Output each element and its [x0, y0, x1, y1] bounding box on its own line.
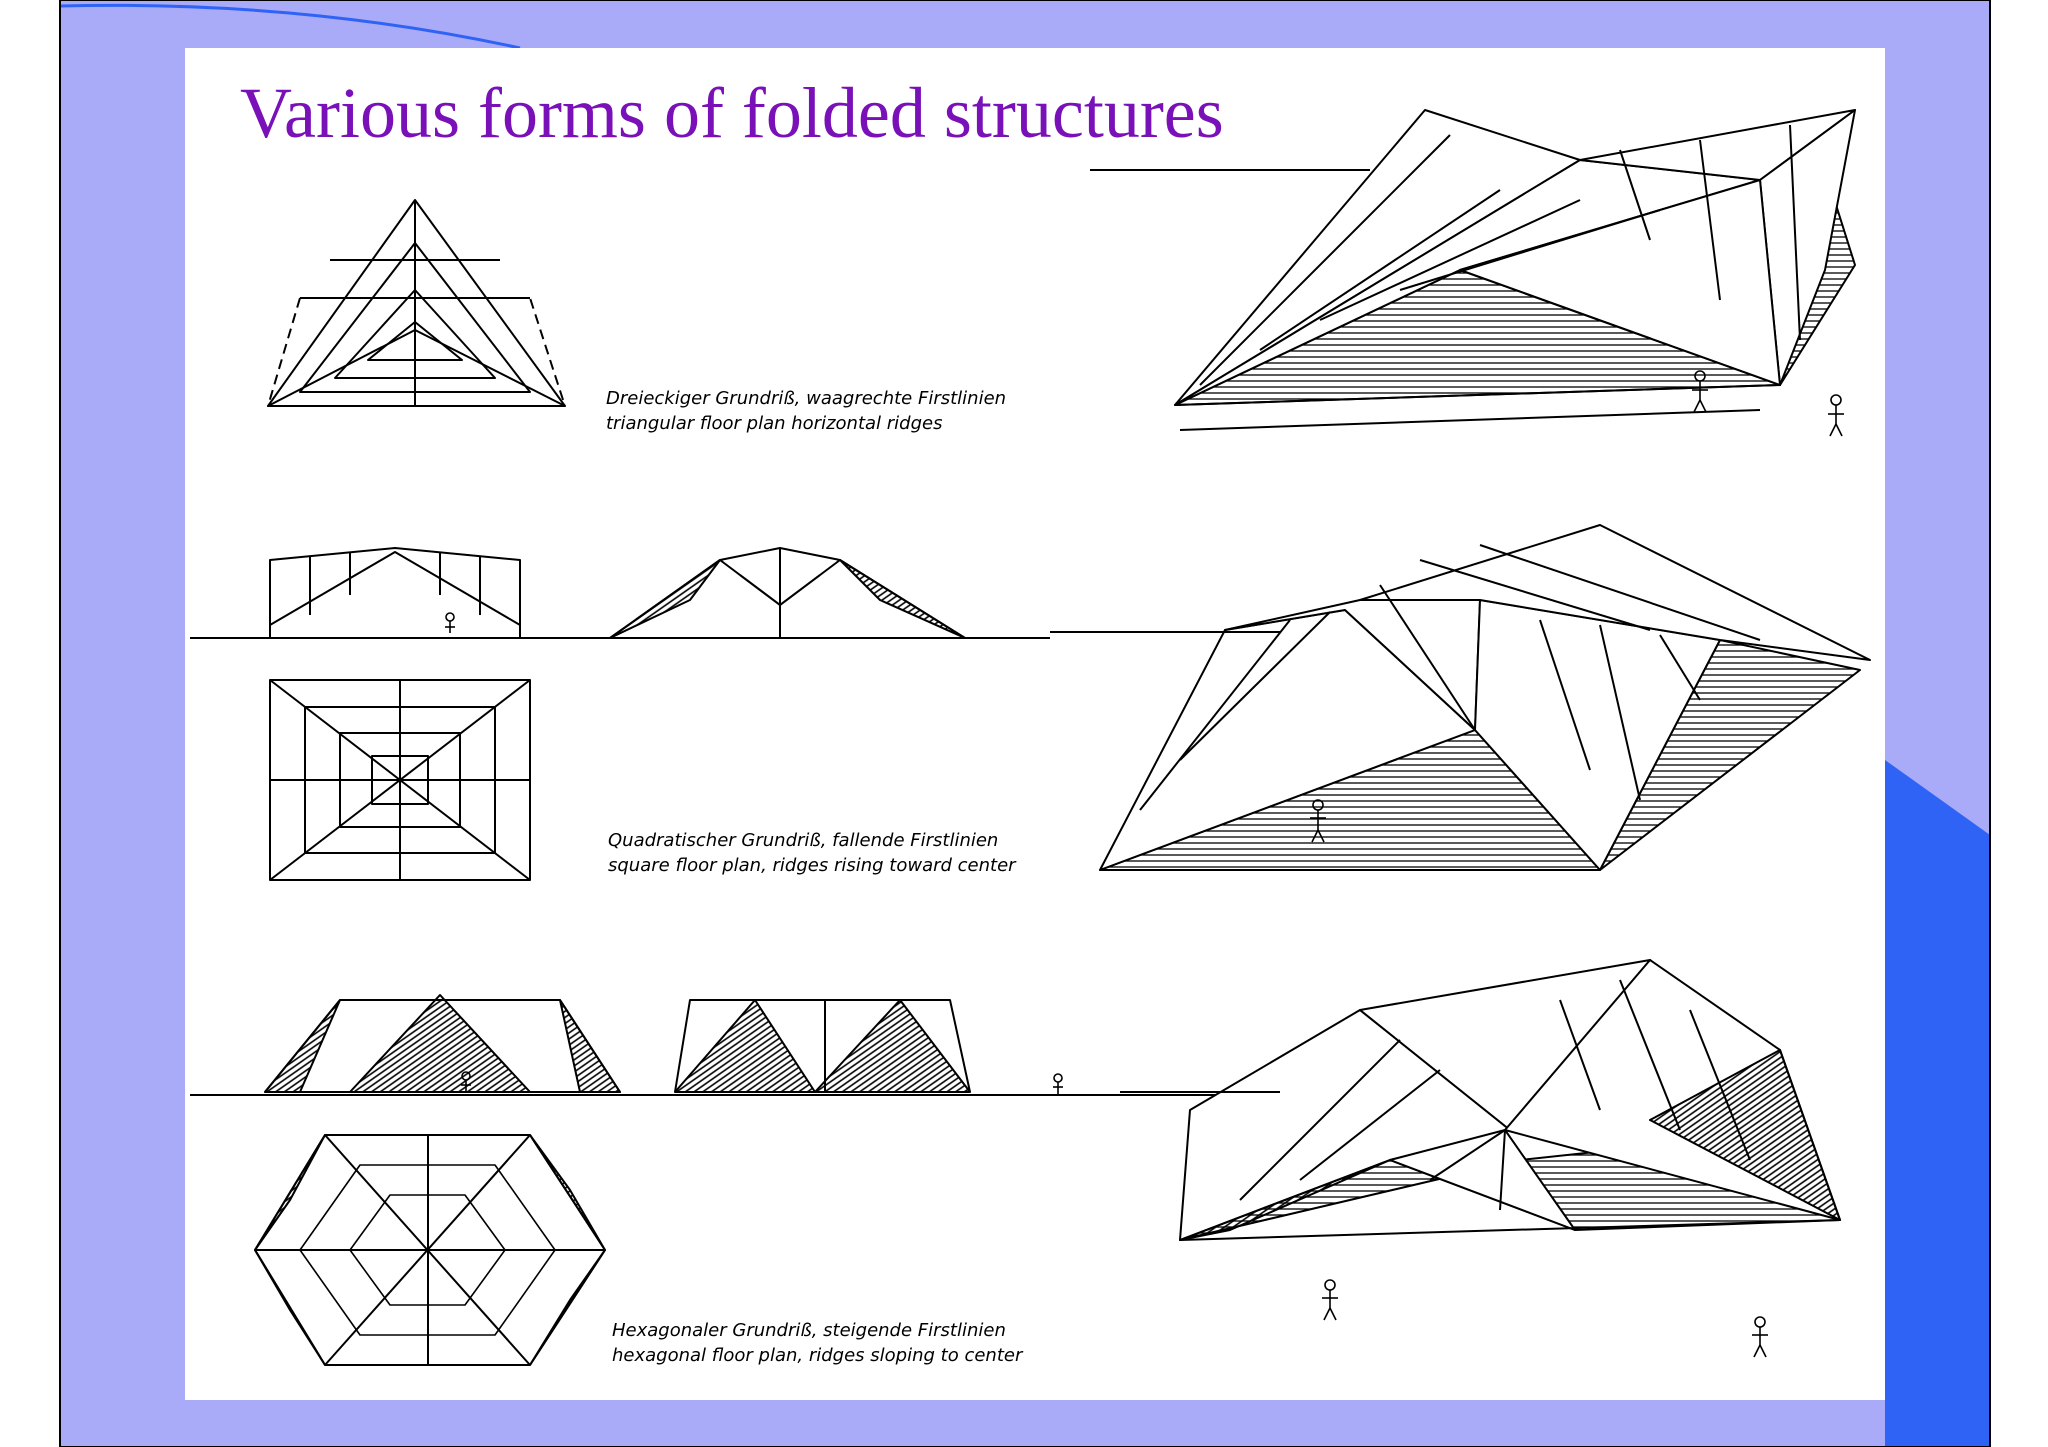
figure-row2-b [1310, 799, 1326, 843]
caption-triangular-english: triangular floor plan horizontal ridges [606, 413, 943, 434]
square-roof-perspective [1050, 524, 1871, 871]
caption-square: Quadratischer Grundriß, fallende Firstli… [608, 828, 1016, 878]
figure-row3-d [1752, 1316, 1768, 1358]
hexagonal-elevations [190, 994, 1280, 1096]
triangular-floor-plan-drawing [267, 199, 566, 407]
square-floor-plan-drawing [269, 679, 531, 881]
figure-row3-a [461, 1071, 471, 1092]
figure-row3-c [1322, 1279, 1338, 1321]
figure-row3-b [1053, 1073, 1063, 1094]
caption-square-english: square floor plan, ridges rising toward … [608, 855, 1016, 876]
slide-title: Various forms of folded structures [240, 73, 1224, 153]
blue-accent-shape [1885, 760, 1990, 1447]
figure-row1-b [1828, 394, 1844, 437]
human-figures [445, 370, 1844, 1358]
triangular-roof-perspective [1090, 109, 1856, 431]
caption-hexagonal-english: hexagonal floor plan, ridges sloping to … [612, 1345, 1023, 1366]
figure-row2-a [445, 612, 455, 633]
caption-triangular: Dreieckiger Grundriß, waagrechte Firstli… [606, 386, 1006, 436]
caption-hexagonal: Hexagonaler Grundriß, steigende Firstlin… [612, 1318, 1022, 1368]
caption-triangular-german: Dreieckiger Grundriß, waagrechte Firstli… [606, 388, 1007, 409]
figure-row1-a [1692, 370, 1708, 413]
square-elevations [190, 547, 1050, 639]
caption-hexagonal-german: Hexagonaler Grundriß, steigende Firstlin… [612, 1320, 1006, 1341]
hexagonal-floor-plan-drawing [254, 1134, 606, 1366]
accent-curve [59, 3, 521, 50]
caption-square-german: Quadratischer Grundriß, fallende Firstli… [608, 830, 999, 851]
hexagonal-roof-perspective [1120, 959, 1841, 1241]
